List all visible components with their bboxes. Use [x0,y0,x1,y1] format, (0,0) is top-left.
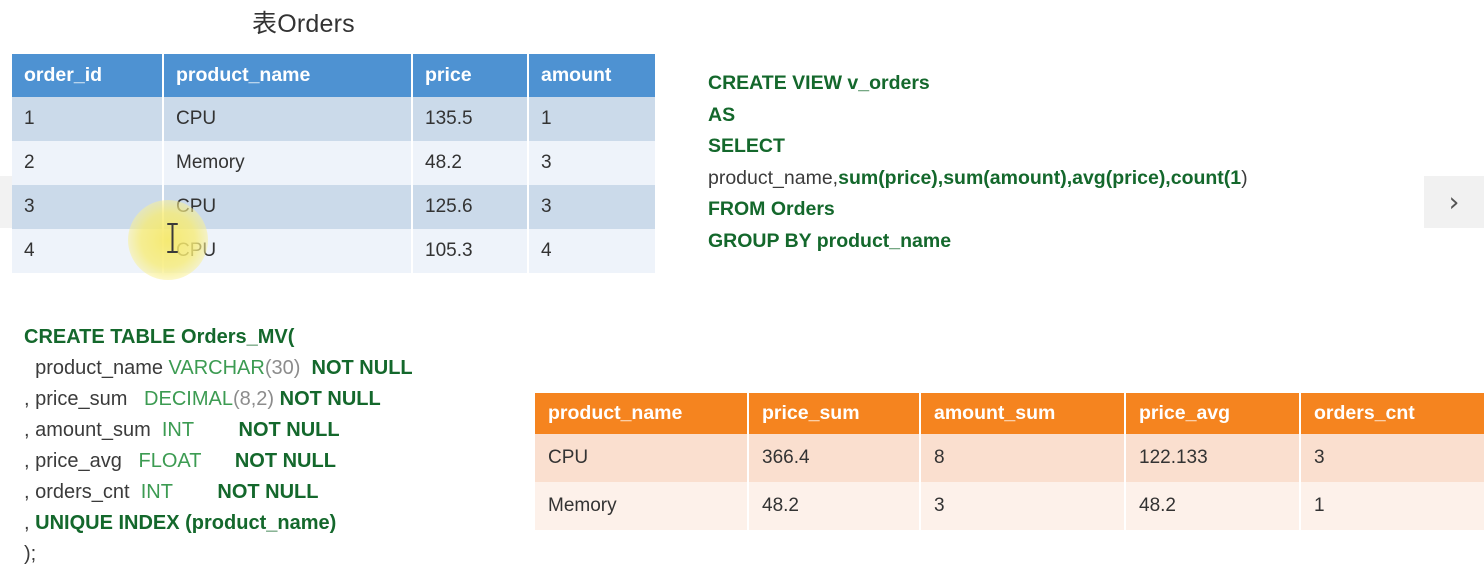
cell-order-id: 3 [12,185,164,229]
sql-token: SELECT [708,135,785,157]
cell-orders-cnt: 3 [1300,434,1484,482]
cell-price-avg: 48.2 [1125,482,1301,530]
chevron-right-icon: › [1448,186,1460,218]
column-header-price-avg: price_avg [1125,393,1301,434]
sql-line: GROUP BY product_name [708,226,1248,258]
sql-token: (8,2) [232,388,275,410]
column-header-price-sum: price_sum [748,393,921,434]
create-table-sql: CREATE TABLE Orders_MV( product_name VAR… [24,322,413,570]
page-title: 表Orders [252,10,355,38]
sql-token: ); [24,543,37,565]
sql-token: AS [708,103,736,126]
cell-price: 105.3 [412,229,529,273]
sql-token: , [24,512,36,534]
sql-token: NOT NULL [201,450,336,472]
cell-amount: 3 [528,141,655,185]
table-header-row: order_id product_name price amount [12,54,655,97]
sql-token: INT [140,481,173,503]
sql-token: FLOAT [138,450,202,472]
orders-table: order_id product_name price amount 1 CPU… [12,54,655,273]
cell-price: 48.2 [412,141,529,185]
sql-line: SELECT [708,131,1248,163]
sql-token: CREATE TABLE Orders_MV( [24,326,295,348]
cell-order-id: 1 [12,97,164,141]
cell-price-sum: 48.2 [748,482,921,530]
sql-token: ) [1241,166,1248,189]
table-row[interactable]: 1 CPU 135.5 1 [12,97,655,141]
table-row[interactable]: CPU 366.4 8 122.133 3 [535,434,1484,482]
cell-product-name: CPU [163,185,413,229]
table-row[interactable]: 3 CPU 125.6 3 [12,185,655,229]
sql-token: NOT NULL [300,357,413,379]
sql-token: FROM Orders [708,198,835,220]
cell-price-avg: 122.133 [1125,434,1301,482]
cell-order-id: 2 [12,141,164,185]
sql-token: , price_avg [24,450,139,472]
sql-token: GROUP BY product_name [708,229,952,252]
cell-amount: 1 [528,97,655,141]
cell-order-id: 4 [12,229,164,273]
cell-price: 135.5 [412,97,529,141]
sql-token: , price_sum [24,388,145,410]
table-row[interactable]: 4 CPU 105.3 4 [12,229,655,273]
column-header-amount: amount [528,54,655,97]
sql-token: (30) [264,357,301,379]
cell-product-name: CPU [535,434,749,482]
sql-line: product_name,sum(price),sum(amount),avg(… [708,163,1248,195]
sql-line: , price_sum DECIMAL(8,2) NOT NULL [24,384,413,415]
cell-product-name: CPU [163,97,413,141]
sql-token: VARCHAR [168,357,265,379]
orders-mv-table: product_name price_sum amount_sum price_… [535,393,1484,530]
sql-line: , UNIQUE INDEX (product_name) [24,508,413,539]
column-header-order-id: order_id [12,54,164,97]
column-header-price: price [412,54,529,97]
table-row[interactable]: 2 Memory 48.2 3 [12,141,655,185]
sql-token: CREATE VIEW v_orders [708,72,930,94]
sql-line: ); [24,539,413,570]
cell-product-name: Memory [163,141,413,185]
cell-product-name: CPU [163,229,413,273]
cell-amount-sum: 3 [920,482,1126,530]
column-header-orders-cnt: orders_cnt [1300,393,1484,434]
column-header-amount-sum: amount_sum [920,393,1126,434]
column-header-product-name: product_name [535,393,749,434]
sql-line: CREATE VIEW v_orders [708,68,1248,100]
cell-product-name: Memory [535,482,749,530]
sql-token: sum(price),sum(amount),avg(price),count( [838,166,1231,189]
sql-line: product_name VARCHAR(30) NOT NULL [24,353,413,384]
sql-line: CREATE TABLE Orders_MV( [24,322,413,353]
sql-line: , amount_sum INT NOT NULL [24,415,413,446]
cell-orders-cnt: 1 [1300,482,1484,530]
next-slide-button[interactable]: › [1424,176,1484,228]
sql-token: UNIQUE INDEX (product_name) [35,512,337,534]
table-header-row: product_name price_sum amount_sum price_… [535,393,1484,434]
sql-line: , price_avg FLOAT NOT NULL [24,446,413,477]
previous-slide-button[interactable] [0,176,12,228]
sql-token: NOT NULL [194,419,340,441]
cell-amount: 3 [528,185,655,229]
sql-token: , orders_cnt [24,481,141,503]
sql-line: AS [708,100,1248,132]
sql-token: NOT NULL [274,388,381,410]
cell-amount: 4 [528,229,655,273]
sql-token: product_name, [708,166,839,189]
sql-token: 1 [1230,166,1242,189]
sql-token: INT [161,419,195,441]
table-row[interactable]: Memory 48.2 3 48.2 1 [535,482,1484,530]
sql-token: DECIMAL [144,388,233,410]
sql-token: product_name [24,357,169,379]
sql-token: , amount_sum [24,419,162,441]
cell-price: 125.6 [412,185,529,229]
column-header-product-name: product_name [163,54,413,97]
cell-amount-sum: 8 [920,434,1126,482]
cell-price-sum: 366.4 [748,434,921,482]
sql-line: , orders_cnt INT NOT NULL [24,477,413,508]
sql-token: NOT NULL [172,481,319,503]
sql-line: FROM Orders [708,194,1248,226]
